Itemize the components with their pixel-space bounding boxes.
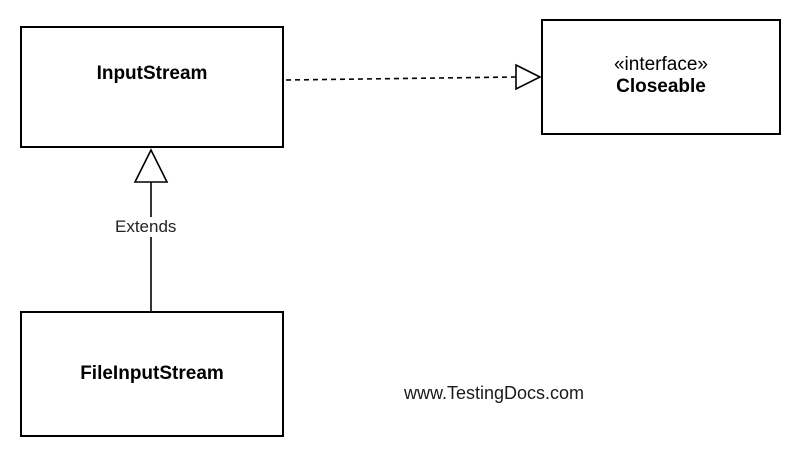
class-name-closeable: Closeable: [616, 76, 706, 97]
class-name-inputstream: InputStream: [96, 63, 208, 84]
interface-closeable[interactable]: «interface» Closeable: [541, 19, 781, 135]
watermark-text: www.TestingDocs.com: [404, 383, 585, 403]
extends-label: Extends: [113, 217, 179, 237]
class-inputstream[interactable]: InputStream: [20, 26, 284, 148]
realization-line: [285, 76, 517, 81]
class-fileinputstream[interactable]: FileInputStream: [20, 311, 284, 437]
stereotype-label: «interface»: [613, 54, 708, 75]
class-name-fileinputstream: FileInputStream: [80, 363, 224, 384]
realization-arrowhead: [515, 63, 542, 91]
generalization-arrowhead: [133, 148, 169, 183]
